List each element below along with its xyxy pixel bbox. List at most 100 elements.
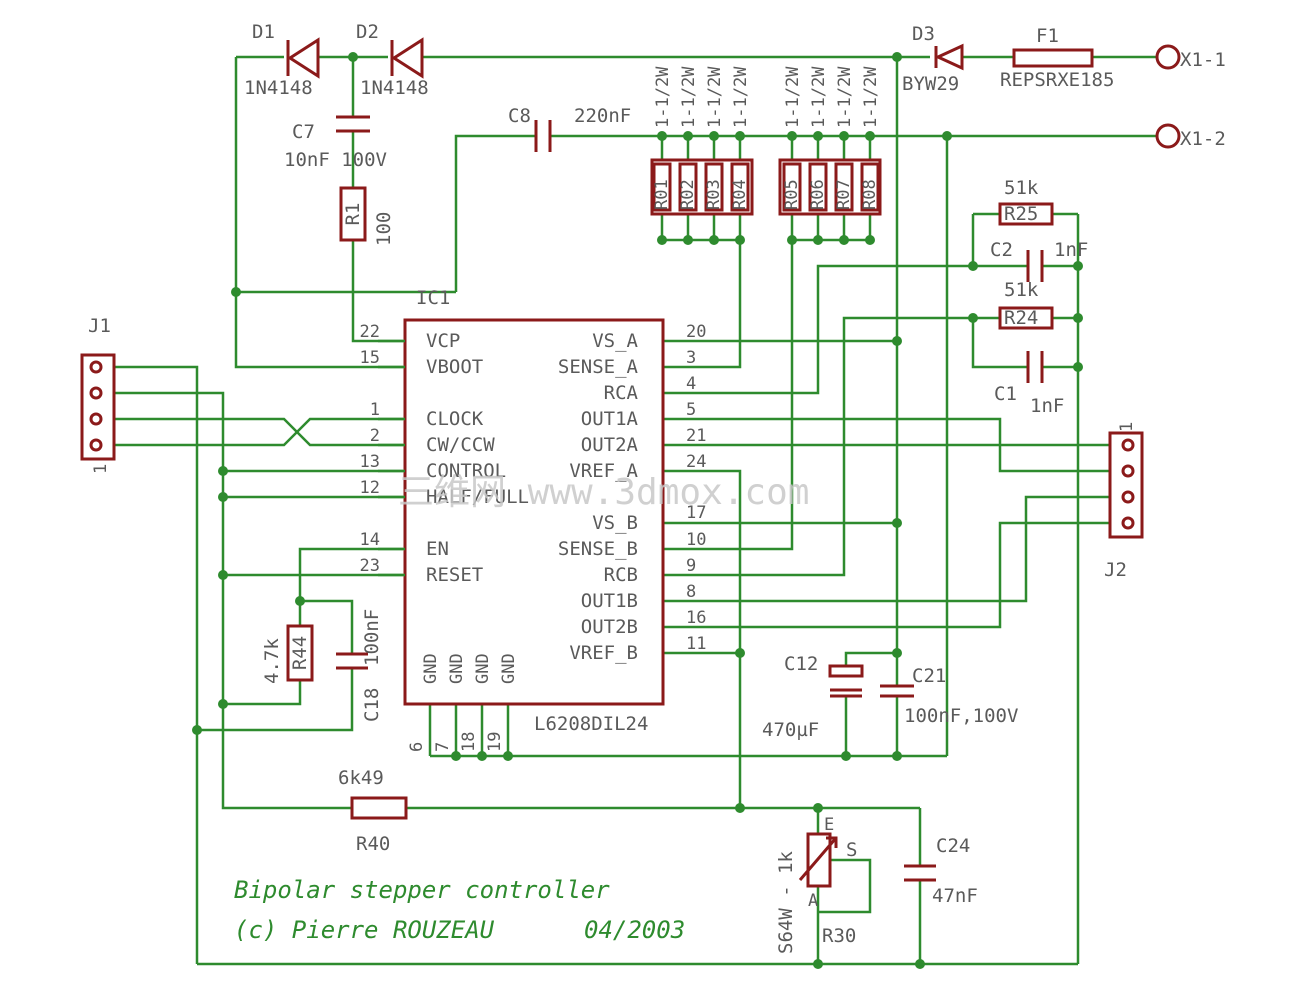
terminal-x1-2[interactable] [1155, 123, 1181, 149]
ic-right-pin-name: SENSE_A [558, 356, 639, 378]
ic-right-pin-name: VS_B [592, 512, 638, 534]
ic-l6208-body[interactable] [403, 318, 665, 706]
r30-pin-a: A [808, 891, 818, 911]
sense-resistor-name: R03 [704, 179, 724, 210]
capacitor-c18[interactable] [336, 652, 368, 670]
sense-resistor-value: 1-1/2W [809, 66, 829, 128]
sense-resistor[interactable] [834, 162, 854, 212]
ic-right-pin-number: 9 [686, 556, 696, 576]
ic-right-pin-name: SENSE_B [558, 538, 638, 560]
sense-resistor[interactable] [678, 162, 698, 212]
fuse-f1[interactable] [1012, 48, 1094, 68]
c24-name: C24 [936, 835, 970, 857]
ic-left-pin-number: 12 [360, 478, 380, 498]
capacitor-c7[interactable] [336, 115, 370, 133]
potentiometer-r30[interactable] [798, 832, 838, 888]
sense-resistor[interactable] [808, 162, 828, 212]
d3-value: BYW29 [902, 73, 959, 95]
c2-value: 1nF [1054, 239, 1088, 261]
j2-name: J2 [1104, 559, 1127, 581]
ic-left-pin-number: 13 [360, 452, 380, 472]
c8-value: 220nF [574, 105, 631, 127]
sense-resistor-name: R07 [834, 179, 854, 210]
resistor-r24[interactable] [998, 306, 1054, 330]
ic-left-pin-number: 2 [370, 426, 380, 446]
r40-value: 6k49 [338, 767, 384, 789]
j1-name: J1 [88, 315, 111, 337]
ic-right-pin-name: VREF_B [569, 642, 638, 664]
d2-name: D2 [356, 21, 379, 43]
ic-gnd-pin-name: GND [421, 653, 441, 684]
c18-name: C18 [361, 688, 383, 722]
ic-right-pin-name: RCB [604, 564, 638, 586]
terminal-x1-1[interactable] [1155, 44, 1181, 70]
ic-gnd-pin-number: 19 [485, 732, 505, 752]
connector-j1[interactable] [80, 353, 116, 461]
capacitor-c12[interactable] [828, 664, 864, 698]
sense-resistor[interactable] [730, 162, 750, 212]
r24-value: 51k [1004, 279, 1039, 301]
ic-gnd-pin-name: GND [473, 653, 493, 684]
c21-value: 100nF,100V [904, 705, 1018, 727]
capacitor-c1[interactable] [1026, 351, 1044, 383]
ic-right-pin-name: OUT2B [581, 616, 638, 638]
watermark: 三维网 www.3dmox.com [398, 472, 809, 513]
sense-resistor-name: R01 [652, 179, 672, 210]
resistor-r44[interactable] [286, 624, 314, 682]
d1-value: 1N4148 [244, 77, 313, 99]
ic-value: L6208DIL24 [534, 713, 648, 735]
ic-right-pin-number: 20 [686, 322, 706, 342]
r30-name: R30 [822, 925, 856, 947]
resistor-r1[interactable] [339, 186, 367, 242]
sense-resistor-value: 1-1/2W [835, 66, 855, 128]
ic-right-pin-number: 11 [686, 634, 706, 654]
title-date: 04/2003 [584, 916, 685, 944]
capacitor-c24[interactable] [904, 864, 936, 882]
c12-name: C12 [784, 653, 818, 675]
sense-resistor-name: R04 [730, 179, 750, 210]
r25-value: 51k [1004, 177, 1039, 199]
r44-name: R44 [289, 636, 311, 670]
ic-right-pin-number: 10 [686, 530, 706, 550]
ic-left-pin-number: 14 [360, 530, 380, 550]
diode-d3[interactable] [934, 43, 964, 71]
r1-value: 100 [373, 212, 395, 246]
ic-left-pin-number: 22 [360, 322, 380, 342]
sense-resistor[interactable] [860, 162, 880, 212]
wires [112, 55, 1157, 966]
capacitor-c21[interactable] [880, 684, 914, 698]
junctions [192, 52, 1083, 969]
sense-resistor[interactable] [704, 162, 724, 212]
c1-name: C1 [994, 383, 1017, 405]
d2-value: 1N4148 [360, 77, 429, 99]
ic-right-pin-number: 4 [686, 374, 696, 394]
diode-d2[interactable] [390, 37, 424, 79]
ic-right-pin-name: VREF_A [569, 460, 638, 482]
j2-pin1: 1 [1117, 422, 1137, 432]
connector-j2[interactable] [1108, 431, 1144, 539]
sense-resistor-value: 1-1/2W [861, 66, 881, 128]
c7-name: C7 [292, 121, 315, 143]
j1-pin1: 1 [91, 464, 111, 474]
capacitor-c2[interactable] [1026, 250, 1044, 282]
sense-resistor-value: 1-1/2W [783, 66, 803, 128]
c1-value: 1nF [1030, 395, 1064, 417]
sense-resistor-name: R02 [678, 179, 698, 210]
capacitor-c8[interactable] [534, 120, 552, 152]
r25-name: R25 [1004, 203, 1038, 225]
diode-d1[interactable] [286, 37, 320, 79]
resistor-r40[interactable] [350, 796, 408, 820]
sense-resistor[interactable] [782, 162, 802, 212]
title-line-2: (c) Pierre ROUZEAU [234, 916, 495, 944]
ic-left-pin-number: 15 [360, 348, 380, 368]
ic-gnd-pin-number: 7 [433, 742, 453, 752]
sense-resistor[interactable] [652, 162, 672, 212]
ic-left-pin-name: CW/CCW [426, 434, 495, 456]
sense-resistor-value: 1-1/2W [679, 66, 699, 128]
resistor-r25[interactable] [998, 202, 1054, 226]
ic-gnd-pin-number: 18 [459, 732, 479, 752]
ic-right-pin-name: RCA [604, 382, 639, 404]
sense-resistor-bank: R011-1/2WR021-1/2WR031-1/2WR041-1/2WR051… [650, 66, 882, 216]
